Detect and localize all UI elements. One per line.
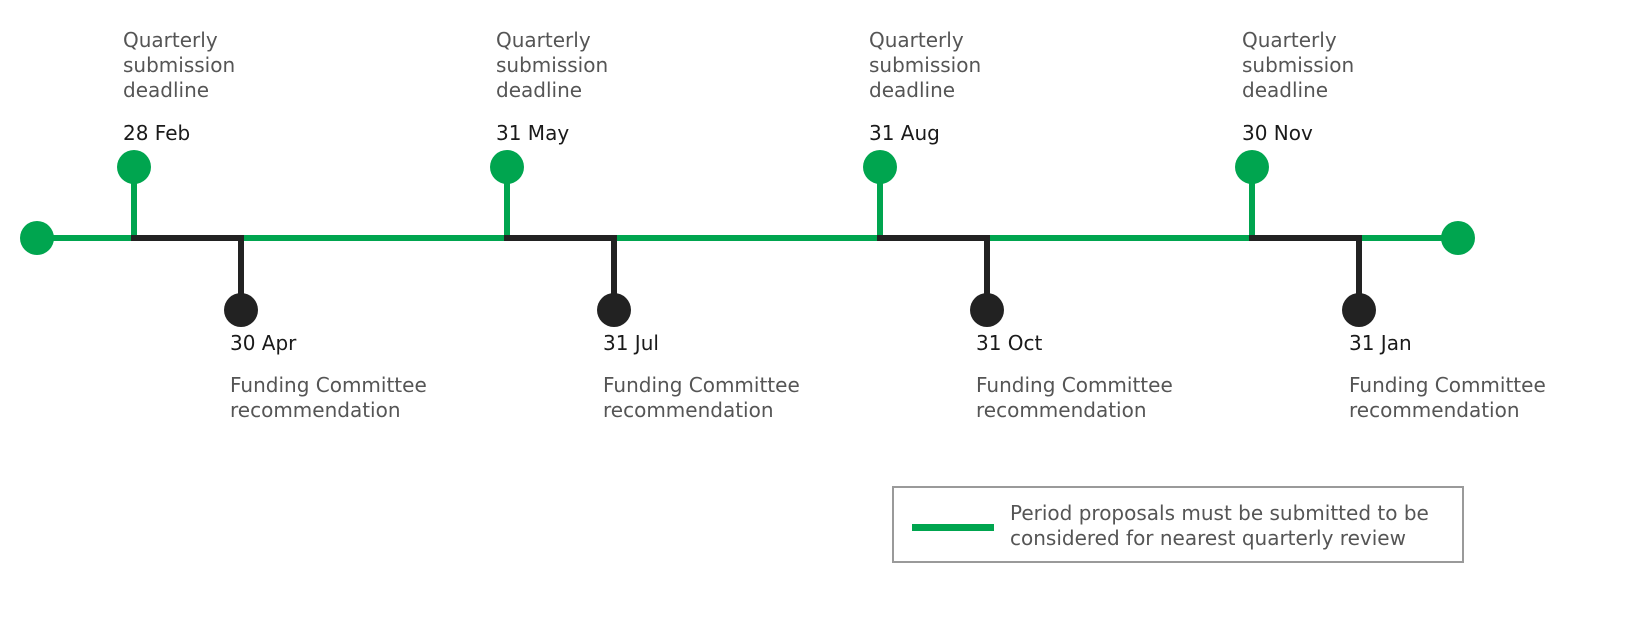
recommendation-desc-line: recommendation: [976, 398, 1147, 422]
submission-dot: [863, 150, 897, 184]
submission-dot: [490, 150, 524, 184]
recommendation-dot: [1342, 293, 1376, 327]
submission-desc-line: deadline: [123, 78, 210, 102]
timeline-end-dot: [1441, 221, 1475, 255]
legend: Period proposals must be submitted to be…: [892, 486, 1464, 563]
submission-date: 31 Aug: [869, 121, 940, 145]
review-periods: [131, 235, 1362, 310]
recommendation-desc-line: recommendation: [603, 398, 774, 422]
recommendation-desc-line: Funding Committee: [1349, 373, 1546, 397]
submission-desc-line: Quarterly: [123, 28, 218, 52]
recommendation-date: 31 Oct: [976, 331, 1043, 355]
recommendation-label: Funding Committee recommendation: [230, 373, 427, 423]
submission-label: Quarterly submission deadline: [869, 28, 981, 103]
submission-desc-line: submission: [496, 53, 609, 77]
recommendation-desc-line: Funding Committee: [603, 373, 800, 397]
recommendation-dot: [970, 293, 1004, 327]
recommendation-date: 31 Jan: [1349, 331, 1412, 355]
submission-date: 28 Feb: [123, 121, 191, 145]
legend-text-line: Period proposals must be submitted to be: [1010, 501, 1429, 525]
submission-date: 31 May: [496, 121, 570, 145]
submission-desc-line: Quarterly: [869, 28, 964, 52]
recommendation-dot: [597, 293, 631, 327]
submission-desc-line: submission: [869, 53, 982, 77]
submission-label: Quarterly submission deadline: [496, 28, 608, 103]
recommendation-label: Funding Committee recommendation: [1349, 373, 1546, 423]
submission-label: Quarterly submission deadline: [123, 28, 235, 103]
recommendation-desc-line: Funding Committee: [976, 373, 1173, 397]
recommendation-desc-line: Funding Committee: [230, 373, 427, 397]
submission-desc-line: submission: [1242, 53, 1355, 77]
submission-desc-line: Quarterly: [496, 28, 591, 52]
recommendation-desc-line: recommendation: [230, 398, 401, 422]
recommendation-label: Funding Committee recommendation: [603, 373, 800, 423]
timeline-start-dot: [20, 221, 54, 255]
submission-dot: [1235, 150, 1269, 184]
submission-desc-line: deadline: [869, 78, 956, 102]
submission-desc-line: deadline: [1242, 78, 1329, 102]
submission-desc-line: submission: [123, 53, 236, 77]
submission-desc-line: deadline: [496, 78, 583, 102]
submission-dot: [117, 150, 151, 184]
submission-label: Quarterly submission deadline: [1242, 28, 1354, 103]
legend-text-line: considered for nearest quarterly review: [1010, 526, 1406, 550]
recommendation-date: 30 Apr: [230, 331, 297, 355]
legend-green-line-swatch: [912, 524, 994, 531]
submission-desc-line: Quarterly: [1242, 28, 1337, 52]
recommendation-dot: [224, 293, 258, 327]
recommendation-desc-line: recommendation: [1349, 398, 1520, 422]
recommendation-label: Funding Committee recommendation: [976, 373, 1173, 423]
legend-text: Period proposals must be submitted to be…: [1010, 501, 1429, 551]
submission-date: 30 Nov: [1242, 121, 1313, 145]
recommendation-date: 31 Jul: [603, 331, 659, 355]
